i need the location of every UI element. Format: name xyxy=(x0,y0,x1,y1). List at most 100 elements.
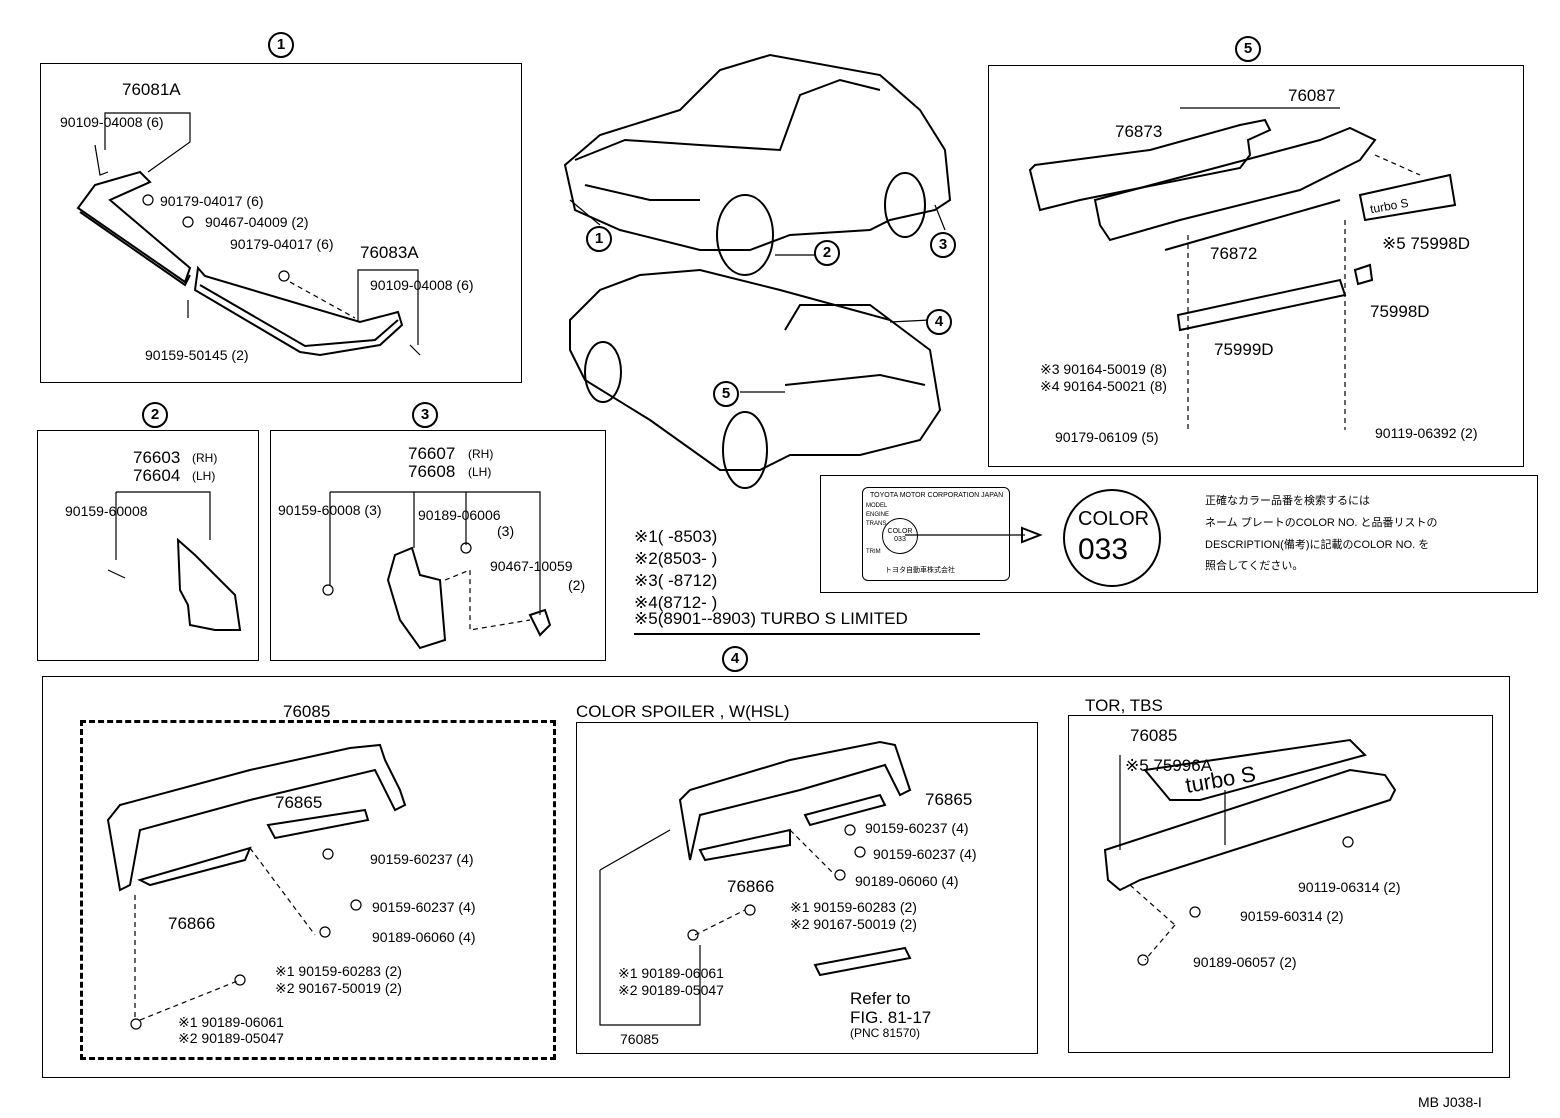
plate-title: TOYOTA MOTOR CORPORATION JAPAN xyxy=(870,492,1004,499)
refer-to: Refer to xyxy=(850,989,911,1008)
big-color-label: COLOR xyxy=(1078,508,1150,530)
color-note-line: 照合してください。 xyxy=(1205,560,1304,572)
part-label: 90179-04017 (6) xyxy=(160,193,264,209)
part-qty: (3) xyxy=(497,523,515,539)
note-1: ※1( -8503) xyxy=(634,527,718,546)
note-2: ※2(8503- ) xyxy=(634,549,718,568)
car-front-view-drawing xyxy=(563,53,952,276)
big-color-code: 033 xyxy=(1078,533,1129,566)
mudguard-front-drawing xyxy=(107,491,242,631)
part-76866: 76866 xyxy=(168,914,216,933)
part-label: 90467-04009 (2) xyxy=(205,214,309,230)
plate-line: TRIM xyxy=(866,549,881,555)
part-label: 90179-04017 (6) xyxy=(230,236,334,252)
plate-line: TRANS. xyxy=(866,521,889,527)
part-label: 90189-06057 (2) xyxy=(1193,954,1297,970)
part-76872: 76872 xyxy=(1210,244,1258,263)
part-label: ※4 90164-50021 (8) xyxy=(1040,378,1167,394)
part-76607: 76607 xyxy=(408,444,456,463)
part-label: ※2 90167-50019 (2) xyxy=(275,980,402,996)
plate-color-circle xyxy=(882,518,918,554)
part-label: 90467-10059 xyxy=(490,558,573,574)
part-label: ※2 90189-05047 xyxy=(618,982,724,998)
color-note-frame xyxy=(820,475,1538,593)
part-76083A: 76083A xyxy=(360,243,419,262)
part-label: 90179-06109 (5) xyxy=(1055,429,1159,445)
part-label: ※2 90167-50019 (2) xyxy=(790,916,917,932)
car-marker-5: 5 xyxy=(713,381,739,407)
part-75998D-s5: ※5 75998D xyxy=(1382,234,1470,253)
section-5-frame xyxy=(988,65,1524,467)
part-label: ※1 90159-60283 (2) xyxy=(275,963,402,979)
part-qty: (2) xyxy=(568,577,586,593)
part-label: 90119-06314 (2) xyxy=(1298,879,1401,895)
car-marker-2: 2 xyxy=(814,240,840,266)
part-label: ※1 90189-06061 xyxy=(618,965,724,981)
part-76604: 76604 xyxy=(133,466,181,485)
rear-spoiler-drawing xyxy=(1028,107,1457,430)
part-label: ※1 90189-06061 xyxy=(178,1014,284,1030)
plate-maker: トヨタ自動車株式会社 xyxy=(885,567,955,574)
part-label: 90189-06060 (4) xyxy=(372,929,476,945)
part-label: 90189-06060 (4) xyxy=(855,873,959,889)
part-label: 90159-60237 (4) xyxy=(370,851,474,867)
plate-color-text: COLOR 033 xyxy=(887,528,913,543)
part-label: 90159-60237 (4) xyxy=(372,899,476,915)
part-label: 90159-60008 (3) xyxy=(278,502,382,518)
section-4-left-frame xyxy=(80,720,556,1060)
part-76608: 76608 xyxy=(408,462,456,481)
part-76865: 76865 xyxy=(925,790,973,809)
section-4-right-frame xyxy=(1068,715,1493,1053)
part-label: ※2 90189-05047 xyxy=(178,1030,284,1046)
section-1-frame xyxy=(40,63,522,383)
part-76603: 76603 xyxy=(133,448,181,467)
part-label: ※3 90164-50019 (8) xyxy=(1040,361,1167,377)
section-4-frame xyxy=(42,676,1510,1078)
car-marker-4: 4 xyxy=(926,309,952,335)
refer-fig: FIG. 81-17 xyxy=(850,1008,932,1027)
part-76873: 76873 xyxy=(1115,122,1163,141)
part-label: 90159-60314 (2) xyxy=(1240,908,1344,924)
part-label: 90109-04008 (6) xyxy=(60,114,164,130)
section-1-marker: 1 xyxy=(268,32,294,58)
part-75999D: 75999D xyxy=(1214,340,1274,359)
tor-tbs-title: TOR, TBS xyxy=(1085,696,1163,715)
part-75998D: 75998D xyxy=(1370,302,1430,321)
color-note-line: ネーム プレートのCOLOR NO. と品番リストの xyxy=(1205,517,1438,529)
mudguard-rear-drawing xyxy=(322,491,552,650)
refer-pnc: (PNC 81570) xyxy=(850,1026,921,1040)
part-label: 90159-60237 (4) xyxy=(865,820,969,836)
spoiler-76085-drawing xyxy=(106,743,407,1030)
color-spoiler-drawing xyxy=(599,740,912,1026)
part-label: ※1 90159-60283 (2) xyxy=(790,899,917,915)
part-76081A: 76081A xyxy=(122,80,181,99)
car-marker-3: 3 xyxy=(930,232,956,258)
plate-line: MODEL xyxy=(866,503,888,509)
car-rear-view-drawing xyxy=(569,268,942,489)
car-marker-1: 1 xyxy=(586,226,612,252)
section-3-marker: 3 xyxy=(412,402,438,428)
section-4-middle-frame xyxy=(576,722,1038,1054)
part-label: 90119-06392 (2) xyxy=(1375,425,1478,441)
note-4: ※4(8712- ) xyxy=(634,593,718,612)
part-label: 90109-04008 (6) xyxy=(370,277,474,293)
side-lh: (LH) xyxy=(468,465,492,479)
part-76085: 76085 xyxy=(620,1031,659,1047)
note-5: ※5(8901--8903) TURBO S LIMITED xyxy=(634,609,908,628)
part-label: 90159-50145 (2) xyxy=(145,347,249,363)
part-label: 90189-06006 xyxy=(418,507,501,523)
color-plate-arrow xyxy=(905,489,1161,587)
tor-tbs-spoiler-drawing xyxy=(1103,738,1397,966)
part-label: 90159-60237 (4) xyxy=(873,846,977,862)
section-2-marker: 2 xyxy=(142,402,168,428)
part-76085: 76085 xyxy=(1130,726,1178,745)
color-note-line: 正確なカラー品番を検索するには xyxy=(1205,495,1370,507)
diagram-code: MB J038-I xyxy=(1418,1094,1482,1110)
side-rh: (RH) xyxy=(468,447,494,461)
part-76865: 76865 xyxy=(275,793,323,812)
name-plate xyxy=(862,487,1010,581)
section-5-marker: 5 xyxy=(1235,36,1261,62)
color-spoiler-title: COLOR SPOILER , W(HSL) xyxy=(576,702,790,721)
